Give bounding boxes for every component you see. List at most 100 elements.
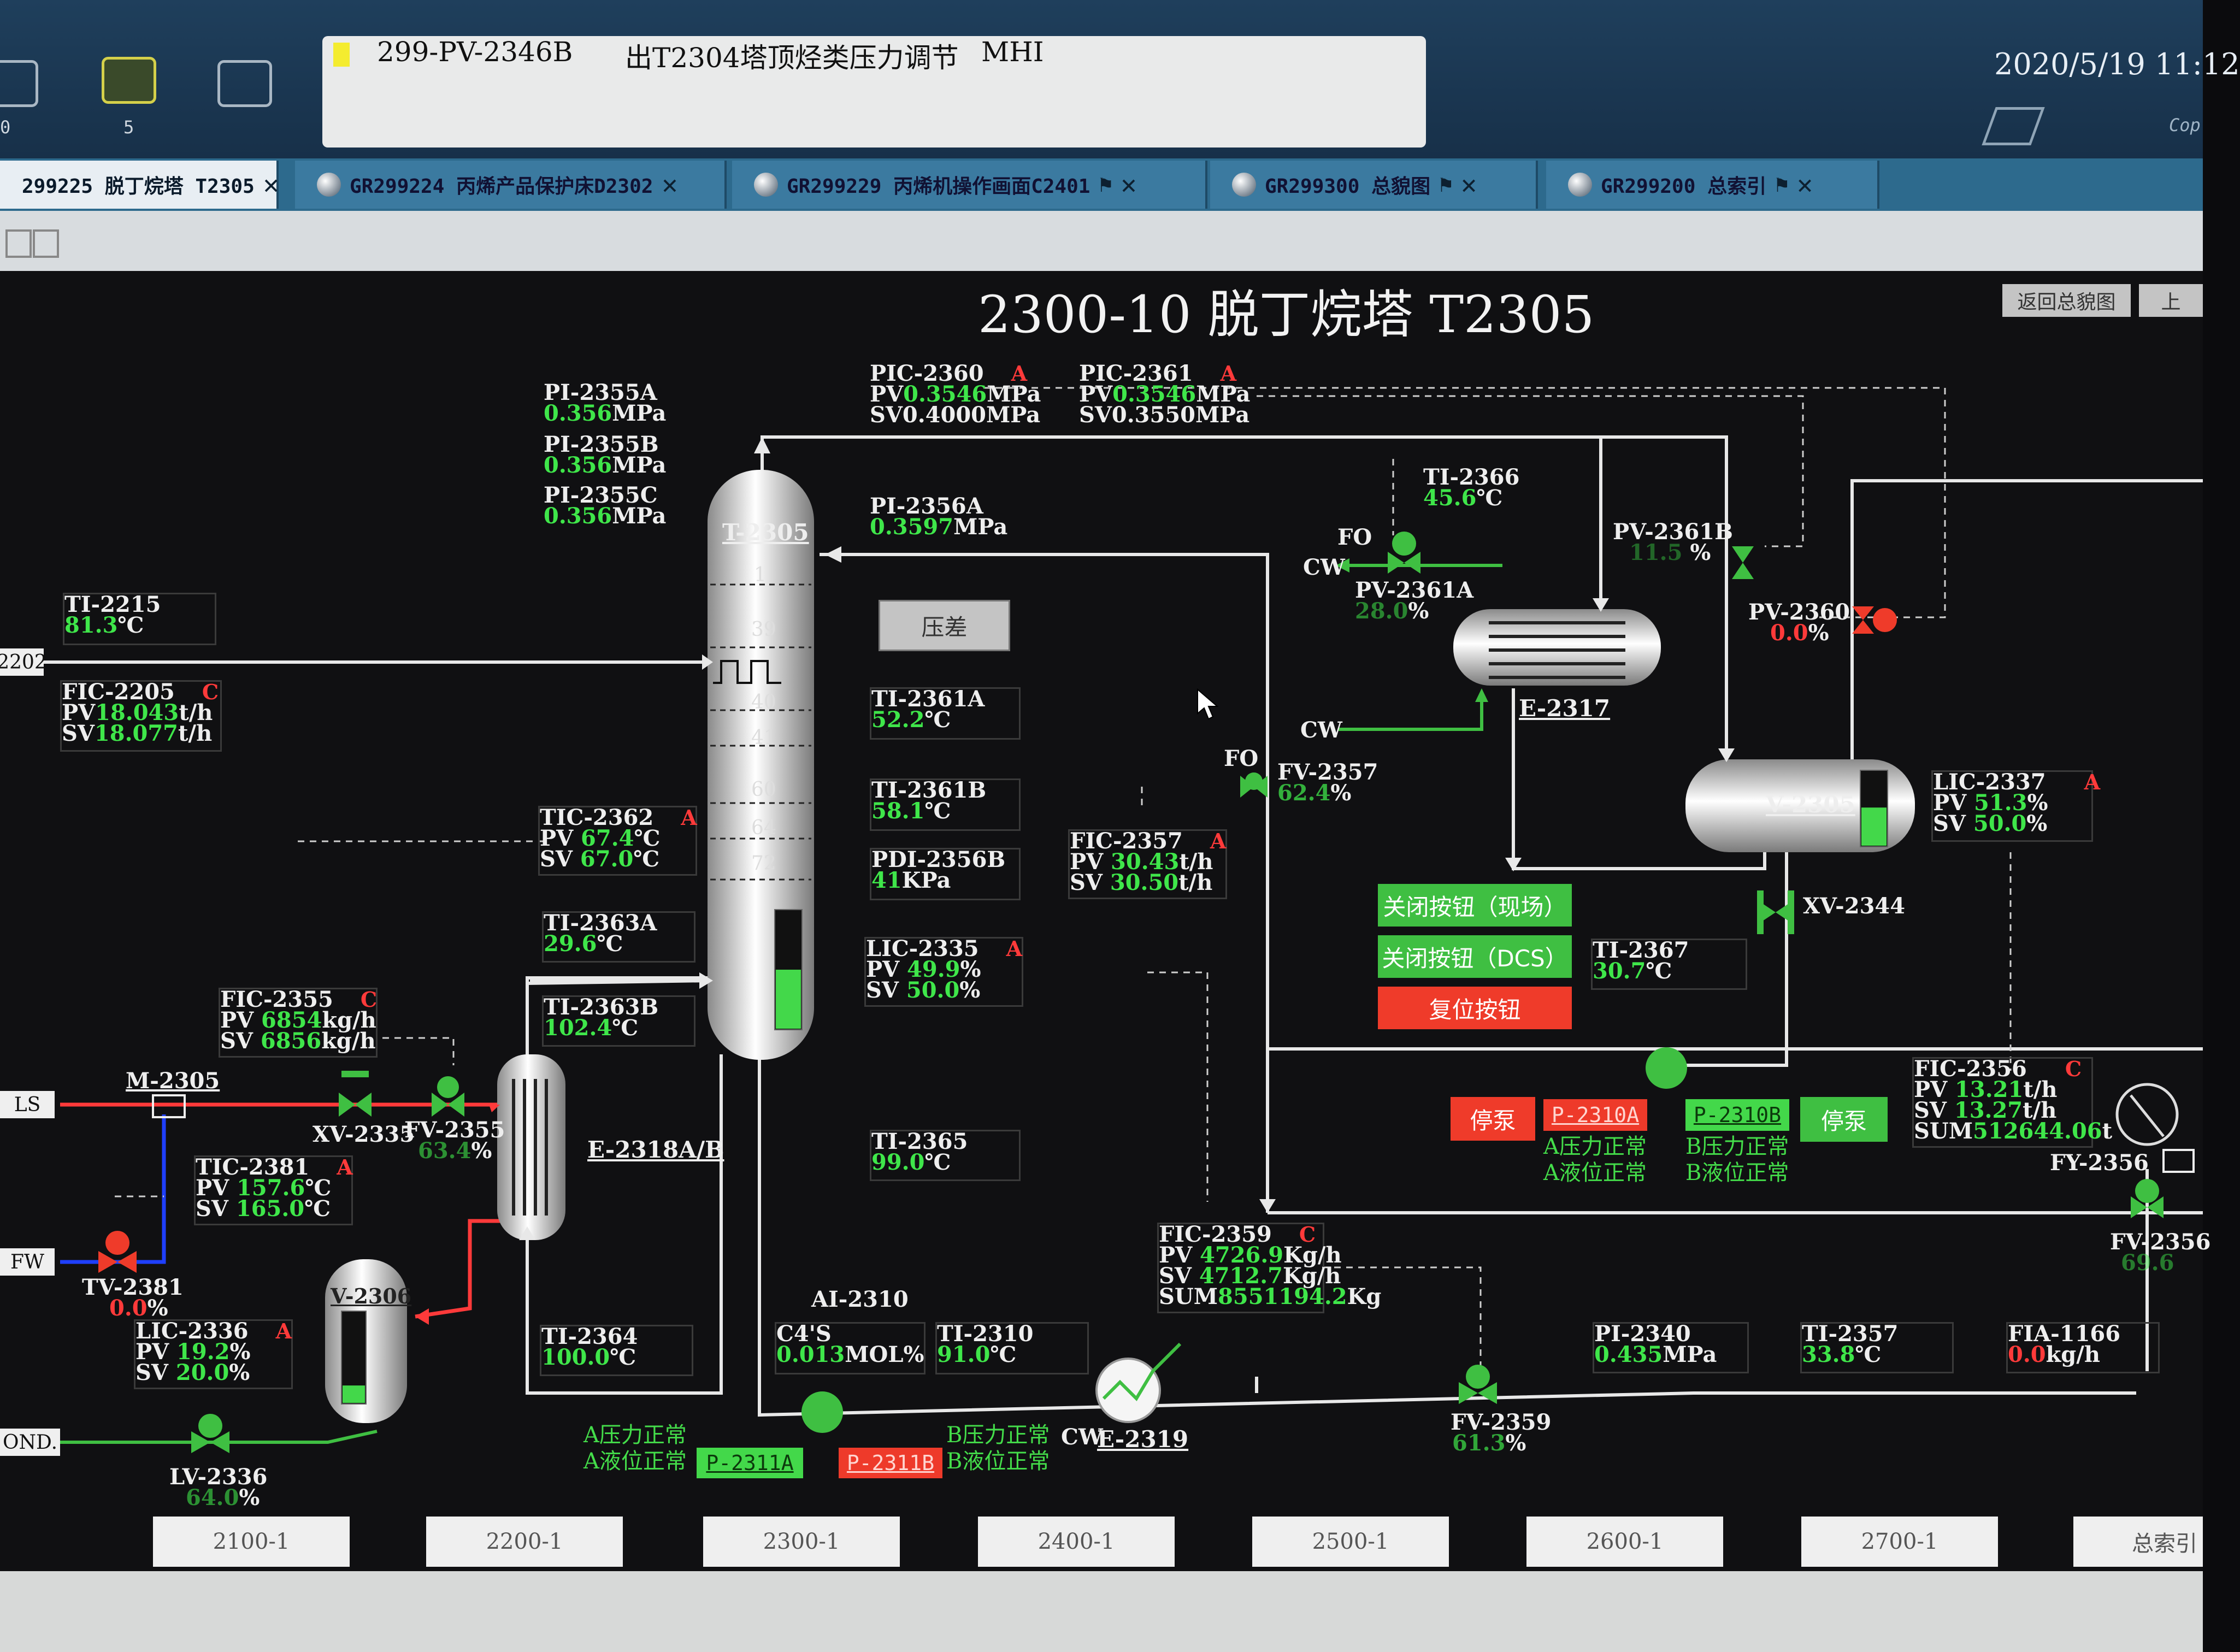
p2311a-button[interactable]: P-2311A bbox=[697, 1448, 803, 1478]
close-field-button[interactable]: 关闭按钮（现场） bbox=[1378, 884, 1572, 927]
close-icon[interactable]: ✕ bbox=[263, 169, 279, 200]
nav-2100[interactable]: 2100-1 bbox=[153, 1517, 350, 1567]
xv2344-valve[interactable]: XV-2344 bbox=[1803, 893, 1906, 919]
fy2356-label[interactable]: FY-2356 bbox=[2050, 1150, 2149, 1176]
tray-label: 64 bbox=[751, 817, 776, 839]
settings-icon[interactable] bbox=[0, 60, 38, 107]
toolbar bbox=[0, 211, 2203, 271]
alarm-banner[interactable] bbox=[322, 36, 1426, 148]
alarm-priority-flag bbox=[333, 43, 350, 67]
p2310b-button[interactable]: P-2310B bbox=[1685, 1099, 1789, 1131]
close-icon[interactable]: ✕ bbox=[662, 169, 678, 200]
stop-pump-a-button[interactable]: 停泵 bbox=[1451, 1097, 1535, 1141]
close-dcs-button[interactable]: 关闭按钮（DCS） bbox=[1378, 935, 1572, 978]
tray-label: 72 bbox=[751, 852, 776, 875]
p2310a-button[interactable]: P-2310A bbox=[1543, 1099, 1647, 1131]
globe-icon bbox=[317, 173, 341, 197]
diff-pressure-button[interactable]: 压差 bbox=[879, 600, 1010, 651]
xv2335-valve[interactable]: XV-2335 bbox=[313, 1122, 415, 1147]
message-icon[interactable] bbox=[217, 60, 272, 107]
tab-index[interactable]: GR299200 总索引 ⚑ ✕ bbox=[1546, 161, 1879, 209]
nav-2200[interactable]: 2200-1 bbox=[426, 1517, 623, 1567]
tray-label: 40 bbox=[751, 691, 776, 713]
stop-pump-b-button[interactable]: 停泵 bbox=[1800, 1097, 1888, 1142]
e2317-label[interactable]: E-2317 bbox=[1519, 695, 1611, 722]
cond-line-tag[interactable]: OND. bbox=[0, 1429, 60, 1456]
e2318-label[interactable]: E-2318A/B bbox=[587, 1136, 724, 1163]
close-icon[interactable]: ✕ bbox=[1461, 169, 1477, 200]
close-icon[interactable]: ✕ bbox=[1121, 169, 1137, 200]
reset-button[interactable]: 复位按钮 bbox=[1378, 987, 1572, 1029]
ls-line-tag[interactable]: LS bbox=[0, 1091, 55, 1118]
p2311b-button[interactable]: P-2311B bbox=[839, 1448, 942, 1478]
operator-icon[interactable] bbox=[102, 57, 156, 104]
cw-label: CW bbox=[1303, 554, 1345, 580]
close-icon[interactable]: ✕ bbox=[1797, 169, 1813, 200]
nav-index[interactable]: 总索引 bbox=[2073, 1517, 2203, 1567]
nav-2400[interactable]: 2400-1 bbox=[978, 1517, 1175, 1567]
feed-line-tag[interactable]: 2202 bbox=[0, 648, 47, 676]
up-button[interactable]: 上 bbox=[2139, 284, 2203, 317]
tab-c2401[interactable]: GR299229 丙烯机操作画面C2401 ⚑ ✕ bbox=[732, 161, 1207, 209]
v2305-label[interactable]: V-2305 bbox=[1766, 791, 1855, 818]
tray-label: 41 bbox=[751, 727, 776, 749]
tab-overview[interactable]: GR299300 总貌图 ⚑ ✕ bbox=[1210, 161, 1538, 209]
column-name[interactable]: T-2305 bbox=[722, 519, 809, 546]
nav-2600[interactable]: 2600-1 bbox=[1526, 1517, 1723, 1567]
nav-2300[interactable]: 2300-1 bbox=[703, 1517, 900, 1567]
copy-label[interactable]: Cop bbox=[2169, 115, 2201, 135]
tab-t2305[interactable]: 299225 脱丁烷塔 T2305 ✕ bbox=[0, 161, 279, 209]
e2319-label[interactable]: E-2319 bbox=[1097, 1426, 1189, 1453]
nav-2700[interactable]: 2700-1 bbox=[1801, 1517, 1998, 1567]
tool-icon[interactable] bbox=[5, 229, 32, 258]
nav-2500[interactable]: 2500-1 bbox=[1252, 1517, 1449, 1567]
tool-icon[interactable] bbox=[33, 229, 59, 258]
return-overview-button[interactable]: 返回总貌图 bbox=[2002, 284, 2131, 317]
m2305-label[interactable]: M-2305 bbox=[126, 1068, 220, 1094]
tab-d2302[interactable]: GR299224 丙烯产品保护床D2302 ✕ bbox=[295, 161, 727, 209]
v2306-label[interactable]: V-2306 bbox=[331, 1284, 412, 1308]
fw-line-tag[interactable]: FW bbox=[0, 1248, 55, 1276]
